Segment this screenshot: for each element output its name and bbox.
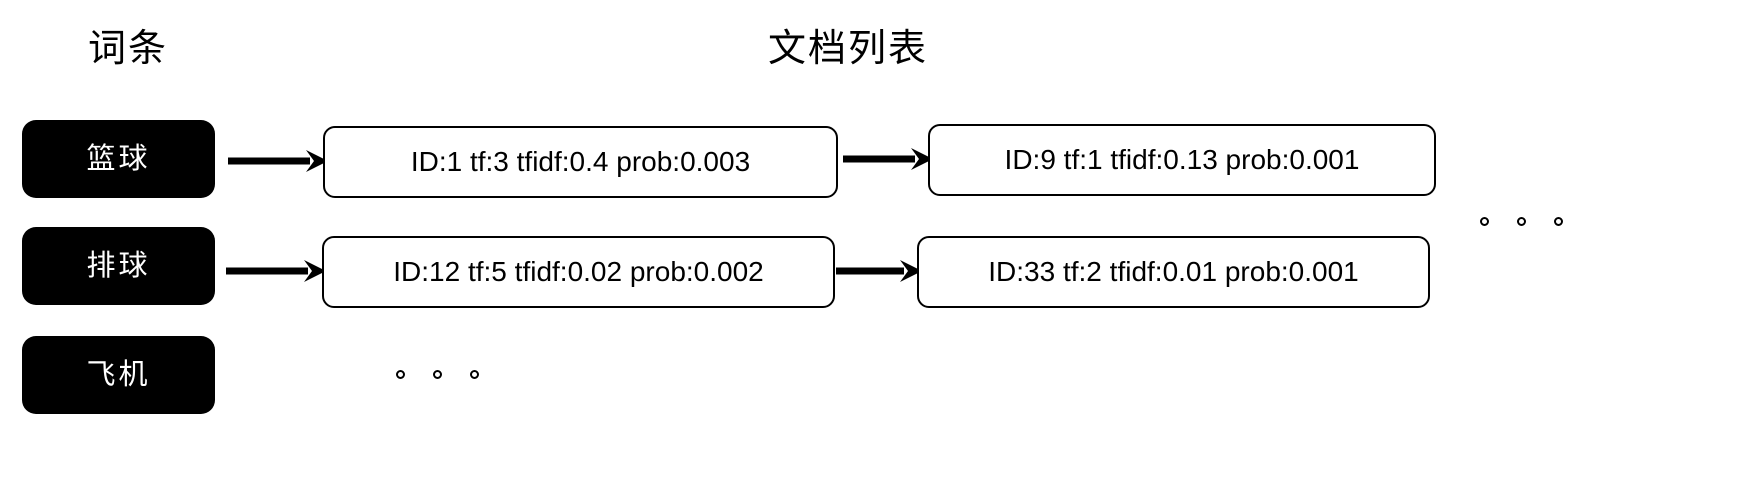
- term-chip-airplane[interactable]: 飞机: [22, 336, 215, 414]
- term-chip-basketball[interactable]: 篮球: [22, 120, 215, 198]
- ellipsis-dots-bottom: [396, 370, 479, 379]
- ellipsis-dots-right: [1480, 217, 1563, 226]
- column-header-document-list: 文档列表: [768, 28, 929, 70]
- document-node-label: ID:9 tf:1 tfidf:0.13 prob:0.001: [1004, 144, 1360, 175]
- term-chip-volleyball[interactable]: 排球: [22, 227, 215, 305]
- ellipsis-dot-icon: [1517, 217, 1526, 226]
- ellipsis-dot-icon: [433, 370, 442, 379]
- document-node-label: ID:1 tf:3 tfidf:0.4 prob:0.003: [410, 146, 751, 177]
- document-node[interactable]: ID:9 tf:1 tfidf:0.13 prob:0.001: [928, 124, 1436, 196]
- arrow-doc-to-doc-row1: [843, 146, 933, 172]
- ellipsis-dot-icon: [1554, 217, 1563, 226]
- document-node[interactable]: ID:1 tf:3 tfidf:0.4 prob:0.003: [323, 126, 838, 198]
- arrow-term-to-first-doc-row2: [226, 258, 326, 284]
- column-header-terms: 词条: [88, 28, 169, 70]
- document-node-label: ID:12 tf:5 tfidf:0.02 prob:0.002: [393, 256, 764, 287]
- arrow-doc-to-doc-row2: [836, 258, 922, 284]
- term-chip-label: 排球: [86, 249, 151, 282]
- arrow-term-to-first-doc-row1: [228, 148, 328, 174]
- term-chip-label: 飞机: [86, 358, 151, 391]
- term-chip-label: 篮球: [86, 142, 151, 175]
- document-node-label: ID:33 tf:2 tfidf:0.01 prob:0.001: [988, 256, 1359, 287]
- document-node[interactable]: ID:12 tf:5 tfidf:0.02 prob:0.002: [322, 236, 835, 308]
- document-node[interactable]: ID:33 tf:2 tfidf:0.01 prob:0.001: [917, 236, 1430, 308]
- ellipsis-dot-icon: [396, 370, 405, 379]
- ellipsis-dot-icon: [1480, 217, 1489, 226]
- ellipsis-dot-icon: [470, 370, 479, 379]
